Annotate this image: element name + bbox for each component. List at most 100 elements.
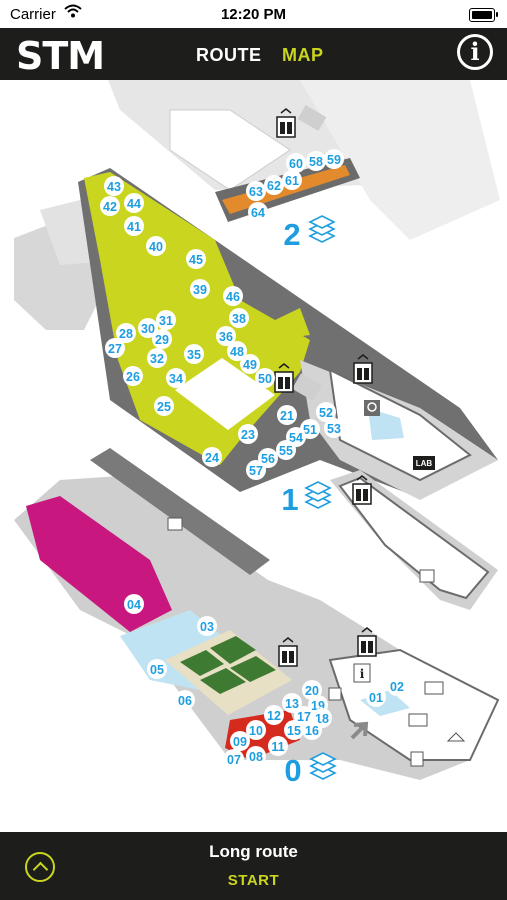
exhibit-pin-40[interactable]: 40 bbox=[146, 236, 166, 256]
start-button[interactable]: START bbox=[227, 872, 280, 889]
top-nav-bar: STM ROUTE MAP i bbox=[0, 28, 507, 80]
exhibit-pin-27[interactable]: 27 bbox=[105, 338, 125, 358]
tab-route[interactable]: ROUTE bbox=[196, 45, 262, 65]
exhibit-pin-label: 30 bbox=[141, 322, 155, 336]
exhibit-pin-25[interactable]: 25 bbox=[154, 396, 174, 416]
exhibit-pin-label: 42 bbox=[103, 200, 117, 214]
battery-icon bbox=[469, 8, 498, 22]
exhibit-pin-label: 46 bbox=[226, 290, 240, 304]
exhibit-pin-64[interactable]: 64 bbox=[248, 202, 268, 222]
exhibit-pin-06[interactable]: 06 bbox=[175, 690, 195, 710]
chevron-up-icon[interactable] bbox=[25, 852, 55, 882]
exhibit-pin-36[interactable]: 36 bbox=[216, 326, 236, 346]
exhibit-pin-28[interactable]: 28 bbox=[116, 323, 136, 343]
exhibit-pin-21[interactable]: 21 bbox=[277, 405, 297, 425]
layers-icon-floor0[interactable] bbox=[309, 752, 337, 780]
exhibit-pin-label: 13 bbox=[285, 697, 299, 711]
exhibit-pin-23[interactable]: 23 bbox=[238, 424, 258, 444]
exhibit-pin-label: 20 bbox=[305, 684, 319, 698]
exhibit-pin-29[interactable]: 29 bbox=[152, 329, 172, 349]
exhibit-pin-58[interactable]: 58 bbox=[306, 151, 326, 171]
exhibit-pin-label: 09 bbox=[233, 735, 247, 749]
exhibit-pin-label: 49 bbox=[243, 358, 257, 372]
exhibit-pin-31[interactable]: 31 bbox=[156, 310, 176, 330]
exhibit-pin-09[interactable]: 09 bbox=[230, 731, 250, 751]
exhibit-pin-label: 58 bbox=[309, 155, 323, 169]
exhibit-pin-43[interactable]: 43 bbox=[104, 176, 124, 196]
exhibit-pin-53[interactable]: 53 bbox=[324, 418, 344, 438]
exhibit-pin-11[interactable]: 11 bbox=[268, 736, 288, 756]
exhibit-pin-label: 04 bbox=[127, 598, 141, 612]
carrier-label: Carrier bbox=[10, 6, 56, 23]
exhibit-pin-01[interactable]: 01 bbox=[366, 687, 386, 707]
exhibit-pin-30[interactable]: 30 bbox=[138, 318, 158, 338]
exhibit-pin-label: 55 bbox=[279, 444, 293, 458]
tab-map[interactable]: MAP bbox=[282, 45, 324, 65]
exhibit-pin-50[interactable]: 50 bbox=[255, 368, 275, 388]
exhibit-pin-57[interactable]: 57 bbox=[246, 460, 266, 480]
exhibit-pin-38[interactable]: 38 bbox=[229, 308, 249, 328]
exhibit-pin-10[interactable]: 10 bbox=[246, 720, 266, 740]
exhibit-pin-02[interactable]: 02 bbox=[387, 676, 407, 696]
lab-icon: LAB bbox=[413, 456, 435, 470]
exhibit-pin-08[interactable]: 08 bbox=[246, 746, 266, 766]
exhibit-pin-15[interactable]: 15 bbox=[284, 720, 304, 740]
status-bar: Carrier 12:20 PM bbox=[0, 0, 507, 28]
floor-1-plan bbox=[14, 168, 498, 500]
exhibit-pin-60[interactable]: 60 bbox=[286, 153, 306, 173]
exhibit-pin-46[interactable]: 46 bbox=[223, 286, 243, 306]
exhibit-pin-48[interactable]: 48 bbox=[227, 341, 247, 361]
info-icon[interactable]: i bbox=[457, 34, 493, 70]
exhibit-pin-63[interactable]: 63 bbox=[246, 181, 266, 201]
floor-label-0: 0 bbox=[284, 753, 301, 788]
exhibit-pin-35[interactable]: 35 bbox=[184, 344, 204, 364]
exhibit-pin-61[interactable]: 61 bbox=[282, 170, 302, 190]
elevator-icon-annex bbox=[352, 475, 372, 505]
museum-floor-map[interactable]: LAB i bbox=[0, 80, 507, 832]
exhibit-pin-39[interactable]: 39 bbox=[190, 279, 210, 299]
exhibit-pin-16[interactable]: 16 bbox=[302, 720, 322, 740]
ticket-icon bbox=[167, 517, 183, 531]
exhibit-pin-05[interactable]: 05 bbox=[147, 659, 167, 679]
exhibit-pin-52[interactable]: 52 bbox=[316, 402, 336, 422]
exhibit-pin-label: 15 bbox=[287, 724, 301, 738]
exhibit-pin-32[interactable]: 32 bbox=[147, 348, 167, 368]
exhibit-pin-55[interactable]: 55 bbox=[276, 440, 296, 460]
exhibit-pin-24[interactable]: 24 bbox=[202, 447, 222, 467]
locker-icon bbox=[328, 687, 342, 701]
exhibit-pin-03[interactable]: 03 bbox=[197, 616, 217, 636]
exhibit-pin-label: 03 bbox=[200, 620, 214, 634]
exhibit-pin-41[interactable]: 41 bbox=[124, 216, 144, 236]
layers-icon-floor1[interactable] bbox=[304, 481, 332, 509]
exhibit-pin-59[interactable]: 59 bbox=[324, 149, 344, 169]
exhibit-pin-label: 01 bbox=[369, 691, 383, 705]
entrance-arrow-icon bbox=[350, 721, 369, 740]
exhibit-pin-26[interactable]: 26 bbox=[123, 366, 143, 386]
exhibit-pin-label: 27 bbox=[108, 342, 122, 356]
exhibit-pin-label: 36 bbox=[219, 330, 233, 344]
exhibit-pin-label: 23 bbox=[241, 428, 255, 442]
exhibit-pin-45[interactable]: 45 bbox=[186, 249, 206, 269]
clock: 12:20 PM bbox=[220, 6, 287, 23]
exhibit-pin-label: 05 bbox=[150, 663, 164, 677]
exhibit-pin-49[interactable]: 49 bbox=[240, 354, 260, 374]
exhibit-pin-label: 50 bbox=[258, 372, 272, 386]
accessibility-icon bbox=[410, 751, 424, 767]
exhibit-pin-04[interactable]: 04 bbox=[124, 594, 144, 614]
exhibit-pin-42[interactable]: 42 bbox=[100, 196, 120, 216]
exhibit-pin-44[interactable]: 44 bbox=[124, 193, 144, 213]
exhibit-pin-label: 16 bbox=[305, 724, 319, 738]
elevator-icon-floor2 bbox=[276, 108, 296, 138]
elevator-icon-floor0 bbox=[278, 637, 298, 667]
exhibit-pin-34[interactable]: 34 bbox=[166, 368, 186, 388]
exhibit-pin-62[interactable]: 62 bbox=[264, 175, 284, 195]
exhibit-pin-12[interactable]: 12 bbox=[264, 705, 284, 725]
exhibit-pin-13[interactable]: 13 bbox=[282, 693, 302, 713]
exhibit-pin-label: 53 bbox=[327, 422, 341, 436]
exhibit-pin-07[interactable]: 07 bbox=[224, 749, 244, 769]
exhibit-pin-20[interactable]: 20 bbox=[302, 680, 322, 700]
layers-icon-floor2[interactable] bbox=[308, 215, 336, 243]
exhibit-pin-label: 11 bbox=[271, 740, 284, 754]
exhibit-pin-label: 10 bbox=[249, 724, 263, 738]
